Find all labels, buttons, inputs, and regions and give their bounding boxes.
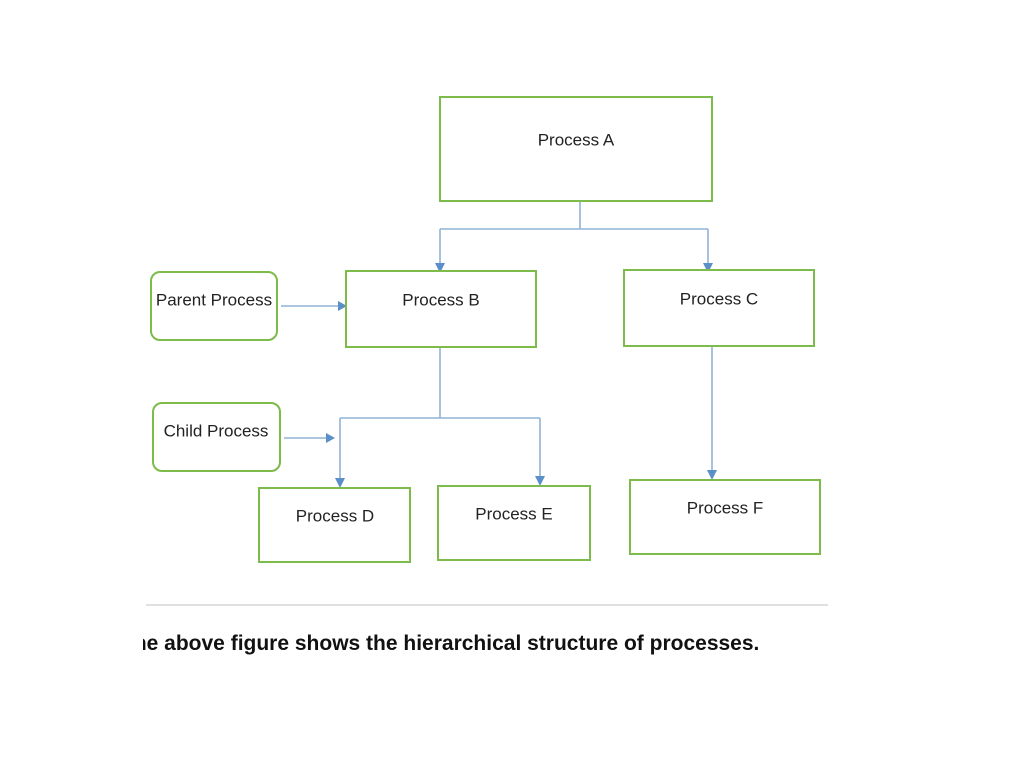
node-process-b-label: Process B — [402, 290, 479, 309]
node-process-d: Process D — [258, 487, 411, 563]
label-parent-process: Parent Process — [150, 271, 278, 341]
node-process-e-label: Process E — [475, 504, 552, 523]
node-process-a-label: Process A — [538, 130, 615, 149]
label-parent-process-text: Parent Process — [156, 290, 272, 309]
connector-b-to-d-e — [335, 347, 545, 488]
connector-c-to-f — [707, 346, 717, 480]
node-process-f: Process F — [629, 479, 821, 555]
figure-caption-text: The above figure shows the hierarchical … — [143, 632, 760, 655]
node-process-c: Process C — [623, 269, 815, 347]
connector-a-to-b-c — [435, 201, 713, 273]
node-process-b: Process B — [345, 270, 537, 348]
connector-child-label-to-children — [284, 433, 335, 443]
node-process-f-label: Process F — [687, 498, 764, 517]
label-child-process-text: Child Process — [164, 421, 269, 440]
node-process-d-label: Process D — [296, 506, 374, 525]
connector-parent-label-to-b — [281, 301, 347, 311]
node-process-c-label: Process C — [680, 289, 758, 308]
node-process-a: Process A — [439, 96, 713, 202]
node-process-e: Process E — [437, 485, 591, 561]
label-child-process: Child Process — [152, 402, 281, 472]
figure-caption: The above figure shows the hierarchical … — [143, 628, 843, 660]
